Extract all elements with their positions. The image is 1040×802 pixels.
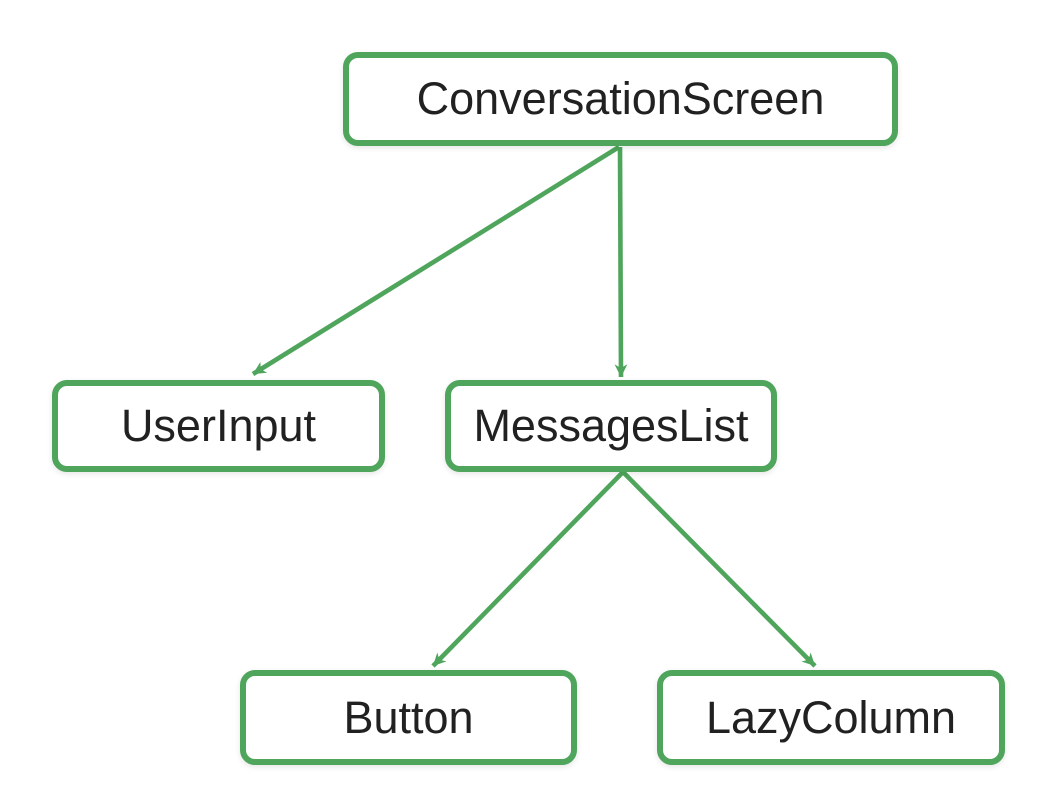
edge-conversationscreen-userinput xyxy=(251,145,621,376)
edge-messageslist-button xyxy=(431,470,625,668)
node-user-input: UserInput xyxy=(52,380,385,472)
node-lazy-column-label: LazyColumn xyxy=(705,691,957,743)
node-user-input-label: UserInput xyxy=(120,400,317,451)
node-conversation-screen-label: ConversationScreen xyxy=(416,73,825,124)
node-button-label: Button xyxy=(343,691,474,743)
node-conversation-screen: ConversationScreen xyxy=(343,52,898,146)
edge-messageslist-lazycolumn xyxy=(621,470,817,668)
node-messages-list: MessagesList xyxy=(445,380,777,472)
node-button: Button xyxy=(240,670,577,765)
node-lazy-column: LazyColumn xyxy=(657,670,1005,765)
edge-conversationscreen-messageslist xyxy=(614,146,628,378)
node-messages-list-label: MessagesList xyxy=(473,400,749,451)
